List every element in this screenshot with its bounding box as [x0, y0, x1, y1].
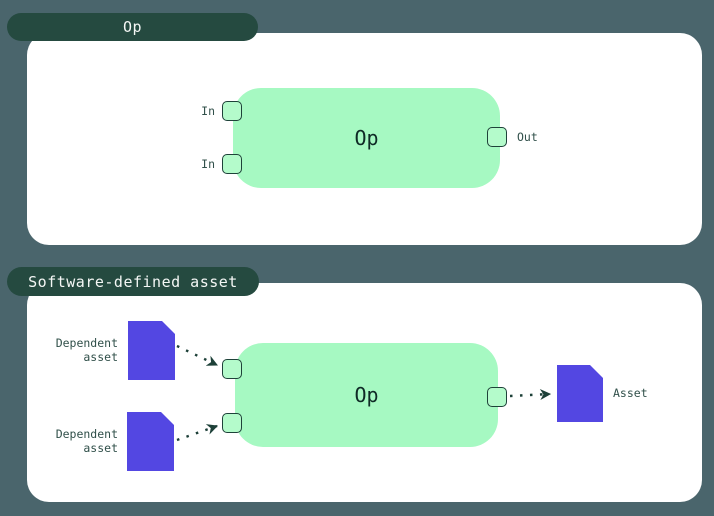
op-node: Op: [233, 88, 500, 188]
dependent-asset-label-1: Dependent asset: [55, 336, 118, 364]
input-label-2: In: [201, 157, 215, 171]
op-node-label: Op: [354, 126, 379, 150]
sda-output-handle: [487, 387, 507, 407]
asset-icon: [557, 365, 603, 422]
op-panel-tab-label: Op: [122, 18, 143, 36]
dependent-asset-icon-2: [127, 412, 174, 471]
sda-input-handle-2: [222, 413, 242, 433]
sda-panel-tab: Software-defined asset: [7, 267, 259, 296]
output-label: Out: [517, 130, 538, 144]
sda-op-node-label: Op: [354, 383, 379, 407]
sda-panel-tab-label: Software-defined asset: [28, 272, 238, 291]
sda-input-handle-1: [222, 359, 242, 379]
sda-op-node: Op: [235, 343, 498, 447]
input-handle-2: [222, 154, 242, 174]
dependent-asset-label-2: Dependent asset: [55, 427, 118, 455]
asset-label: Asset: [613, 386, 648, 400]
input-label-1: In: [201, 104, 215, 118]
input-handle-1: [222, 101, 242, 121]
output-handle: [487, 127, 507, 147]
op-panel-tab: Op: [7, 13, 258, 41]
dependent-asset-icon-1: [128, 321, 175, 380]
